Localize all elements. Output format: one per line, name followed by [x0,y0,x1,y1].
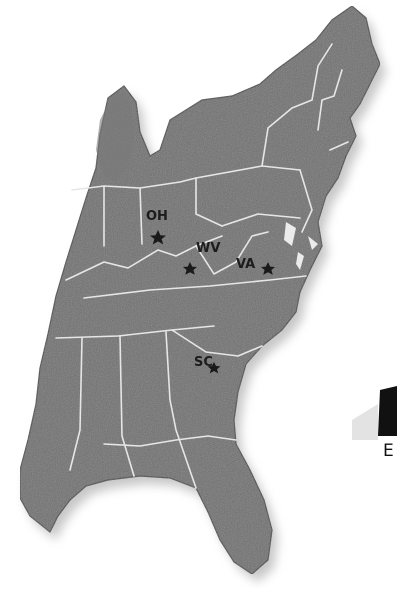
star-icon [150,230,166,245]
fragment-letter: E [383,441,394,461]
coastal-inlets [284,222,318,270]
state-borders [55,43,349,489]
star-icon [261,262,275,275]
michigan-peninsula [96,92,134,182]
state-label-sc: SC [194,355,213,370]
map-markers [150,230,275,374]
state-label-oh: OH [146,209,168,224]
star-icon [207,362,221,374]
state-label-va: VA [236,257,255,272]
eastern-us-landmass [19,5,381,575]
star-icon [183,262,197,275]
state-label-wv: WV [196,241,220,256]
right-edge-fragment: E [352,386,397,461]
